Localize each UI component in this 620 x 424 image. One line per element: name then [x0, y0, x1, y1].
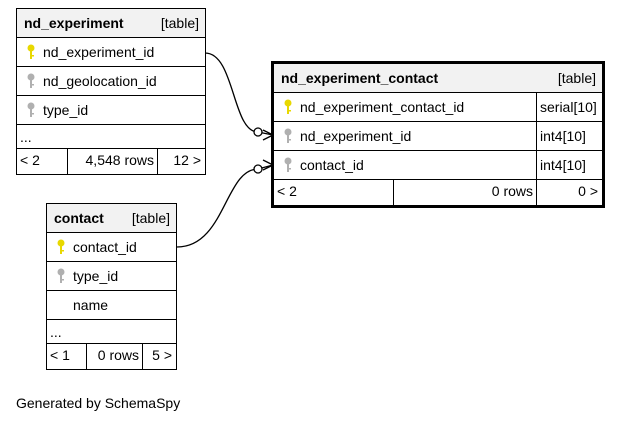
relationship-contact-link	[176, 164, 274, 248]
column-row[interactable]: nd_experiment_id	[17, 38, 205, 67]
ellipsis: ...	[50, 324, 62, 340]
column-type: int4[10]	[536, 122, 602, 150]
column-row[interactable]: name	[47, 291, 176, 320]
ellipsis: ...	[20, 129, 32, 145]
generated-by-label: Generated by SchemaSpy	[16, 395, 181, 411]
column-type: int4[10]	[536, 151, 602, 179]
column-name: type_id	[73, 268, 119, 284]
column-row[interactable]: type_id	[17, 96, 205, 125]
foreign-key-icon	[57, 268, 65, 283]
row-count: 0 rows	[393, 180, 536, 205]
table-tag: [table]	[160, 15, 199, 31]
column-name: type_id	[43, 102, 89, 118]
children-link[interactable]: 0 >	[536, 180, 602, 205]
relationship-contact-circle	[253, 164, 263, 174]
foreign-key-icon	[27, 102, 35, 117]
column-name: contact_id	[73, 239, 137, 255]
table-header: contact [table]	[47, 204, 176, 233]
more-columns-row: ...	[47, 320, 176, 344]
table-tag: [table]	[131, 210, 170, 226]
column-type: serial[10]	[536, 93, 602, 121]
relationship-nd-experiment-link	[204, 52, 274, 136]
table-footer: < 1 0 rows 5 >	[47, 344, 176, 369]
column-row[interactable]: type_id	[47, 262, 176, 291]
parents-link[interactable]: < 2	[20, 152, 40, 168]
column-row[interactable]: nd_geolocation_id	[17, 67, 205, 96]
column-row[interactable]: nd_experiment_contact_id serial[10]	[274, 93, 602, 122]
parents-link[interactable]: < 2	[277, 183, 297, 199]
row-count: 4,548 rows	[67, 149, 157, 174]
table-nd-experiment[interactable]: nd_experiment [table] nd_experiment_id n…	[16, 8, 206, 175]
primary-key-icon	[57, 239, 65, 254]
more-columns-row: ...	[17, 125, 205, 149]
column-name: nd_experiment_id	[300, 128, 412, 144]
table-header: nd_experiment [table]	[17, 9, 205, 38]
children-link[interactable]: 12 >	[157, 149, 205, 174]
column-row[interactable]: contact_id	[47, 233, 176, 262]
children-link[interactable]: 5 >	[142, 344, 176, 369]
primary-key-icon	[284, 99, 292, 114]
parents-link[interactable]: < 1	[50, 347, 70, 363]
foreign-key-icon	[284, 128, 292, 143]
column-row[interactable]: contact_id int4[10]	[274, 151, 602, 180]
column-name: name	[73, 297, 109, 313]
foreign-key-icon	[27, 73, 35, 88]
relationship-nd-experiment-circle	[253, 127, 263, 137]
column-name: contact_id	[300, 157, 364, 173]
row-count: 0 rows	[86, 344, 142, 369]
table-tag: [table]	[557, 70, 596, 86]
table-name: nd_experiment_contact	[281, 70, 439, 86]
column-name: nd_geolocation_id	[43, 73, 157, 89]
foreign-key-icon	[284, 157, 292, 172]
column-row[interactable]: nd_experiment_id int4[10]	[274, 122, 602, 151]
table-nd-experiment-contact[interactable]: nd_experiment_contact [table] nd_experim…	[271, 61, 605, 208]
table-footer: < 2 4,548 rows 12 >	[17, 149, 205, 174]
table-name: nd_experiment	[24, 15, 124, 31]
column-name: nd_experiment_contact_id	[300, 99, 465, 115]
primary-key-icon	[27, 44, 35, 59]
table-contact[interactable]: contact [table] contact_id type_id name …	[46, 203, 177, 370]
column-name: nd_experiment_id	[43, 44, 155, 60]
table-footer: < 2 0 rows 0 >	[274, 180, 602, 205]
table-name: contact	[54, 210, 104, 226]
table-header: nd_experiment_contact [table]	[274, 64, 602, 93]
